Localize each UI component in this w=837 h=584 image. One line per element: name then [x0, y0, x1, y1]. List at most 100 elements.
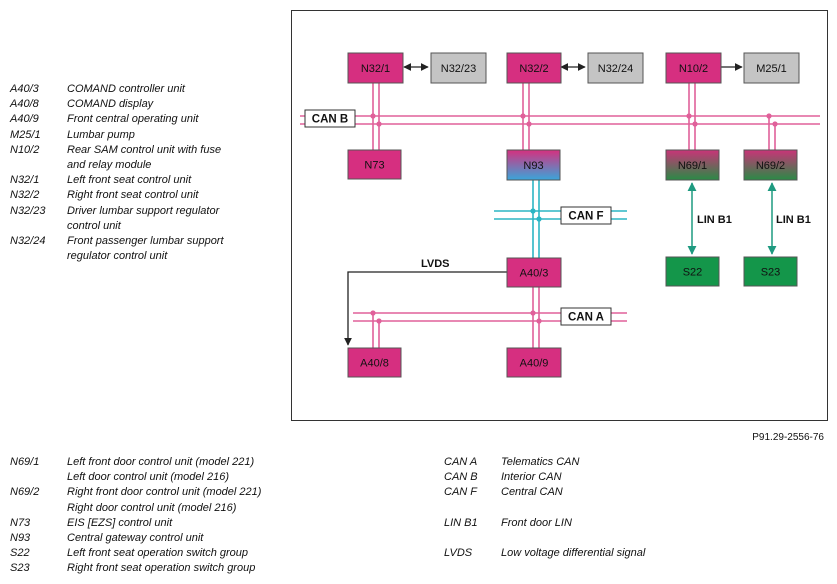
bus-junction	[772, 121, 778, 127]
unit-n32-23: N32/23	[430, 52, 487, 84]
legend-desc: COMAND controller unit	[67, 83, 185, 95]
legend-code: N69/2	[10, 486, 40, 499]
unit-n32-2: N32/2	[506, 52, 562, 84]
unit-a40-3: A40/3	[506, 257, 562, 288]
legend-row: A40/8 COMAND display	[10, 97, 270, 112]
unit-m25-1: M25/1	[743, 52, 800, 84]
bus-label-box	[560, 307, 612, 326]
legend-code: CAN A	[444, 456, 478, 468]
legend-desc: Left front door control unit (model 221)…	[67, 456, 255, 484]
legend-row: M25/1 Lumbar pump	[10, 128, 270, 143]
legend-row-lvds: LVDS Low voltage differential signal	[444, 546, 744, 561]
legend-code: A40/8	[10, 98, 39, 111]
legend-code: LVDS	[444, 547, 473, 560]
figure-reference: P91.29-2556-76	[752, 432, 824, 443]
bus-junction	[370, 310, 376, 316]
unit-a40-9: A40/9	[506, 347, 562, 378]
unit-box	[347, 52, 404, 84]
legend-code: A40/9	[10, 113, 39, 126]
legend-desc: Right front seat operation switch group	[67, 562, 256, 575]
legend-desc: Front central operating unit	[67, 113, 199, 126]
bus-label-can-f: CAN F	[560, 206, 612, 225]
bus-junction	[536, 318, 542, 324]
legend-row: A40/9 Front central operating unit	[10, 112, 270, 127]
legend-desc: Left front seat control unit	[67, 174, 192, 187]
legend-row: A40/3 COMAND controller unit	[10, 82, 270, 97]
unit-a40-8: A40/8	[347, 347, 402, 378]
unit-label: A40/9	[520, 358, 549, 370]
legend-code: LIN B1	[444, 516, 478, 529]
bus-label-text: CAN F	[568, 211, 603, 223]
legend-row: N73 EIS [EZS] control unit	[10, 516, 340, 531]
unit-label: A40/3	[520, 268, 549, 280]
unit-label: N69/1	[678, 160, 707, 172]
bus-junction	[370, 113, 376, 119]
legend-components-bottom: N69/1 Left front door control unit (model…	[10, 455, 340, 577]
unit-s23: S23	[743, 256, 798, 287]
legend-code: M25/1	[10, 128, 41, 141]
unit-box	[347, 149, 402, 180]
bus-label-text: CAN B	[312, 114, 348, 126]
bus-junction	[530, 208, 536, 214]
legend-code: S22	[10, 547, 30, 560]
legend-code: N32/24	[10, 235, 46, 248]
bus-junction	[526, 121, 532, 127]
legend-desc: Lumbar pump	[67, 128, 135, 141]
unit-box	[506, 149, 561, 181]
legend-desc: EIS [EZS] control unit	[67, 516, 173, 529]
bus-label-box	[560, 206, 612, 225]
unit-n32-24: N32/24	[587, 52, 644, 84]
unit-n69-2: N69/2	[743, 149, 798, 181]
unit-box	[506, 257, 562, 288]
legend-row: S22 Left front seat operation switch grou…	[10, 546, 340, 561]
legend-row: CAN A Telematics CAN	[444, 455, 744, 470]
unit-box	[743, 256, 798, 287]
legend-desc: Low voltage differential signal	[501, 547, 646, 560]
legend-code: N10/2	[10, 143, 40, 156]
legend-desc: COMAND display	[67, 98, 154, 111]
unit-label: N73	[364, 160, 384, 172]
unit-box	[743, 149, 798, 181]
unit-label: S22	[683, 267, 703, 279]
unit-box	[665, 149, 720, 181]
unit-label: M25/1	[756, 63, 787, 75]
legend-code: CAN B	[444, 471, 478, 484]
unit-label: N32/23	[441, 63, 476, 75]
unit-n93: N93	[506, 149, 561, 181]
lvds-link	[344, 271, 508, 346]
legend-desc: Front passenger lumbar support regulator…	[67, 235, 224, 263]
legend-code: A40/3	[10, 83, 39, 95]
unit-label: N32/2	[519, 63, 548, 75]
unit-box	[665, 52, 722, 84]
unit-label: N32/24	[598, 63, 633, 75]
bus-label-lin-b1-right: LIN B1	[776, 214, 811, 226]
legend-desc: Right front seat control unit	[67, 189, 199, 202]
legend-code: N69/1	[10, 456, 40, 468]
unit-label: N10/2	[679, 63, 708, 75]
unit-n69-1: N69/1	[665, 149, 720, 181]
legend-row: N69/1 Left front door control unit (model…	[10, 455, 340, 485]
legend-desc: Left front seat operation switch group	[67, 547, 248, 560]
legend-desc: Telematics CAN	[501, 456, 580, 468]
legend-desc: Central CAN	[501, 486, 563, 499]
legend-desc: Interior CAN	[501, 471, 562, 484]
unit-box	[506, 52, 562, 84]
bus-junction	[686, 113, 692, 119]
legend-code: N73	[10, 516, 31, 529]
legend-desc: Right front door control unit (model 221…	[67, 486, 262, 514]
legend-desc: Rear SAM control unit with fuse and rela…	[67, 143, 222, 172]
unit-s22: S22	[665, 256, 720, 287]
legend-row: N69/2 Right front door control unit (mode…	[10, 485, 340, 515]
bus-label-can-a: CAN A	[560, 307, 612, 326]
bus-junction	[376, 121, 382, 127]
unit-n73: N73	[347, 149, 402, 180]
legend-desc: Front door LIN	[501, 516, 572, 529]
